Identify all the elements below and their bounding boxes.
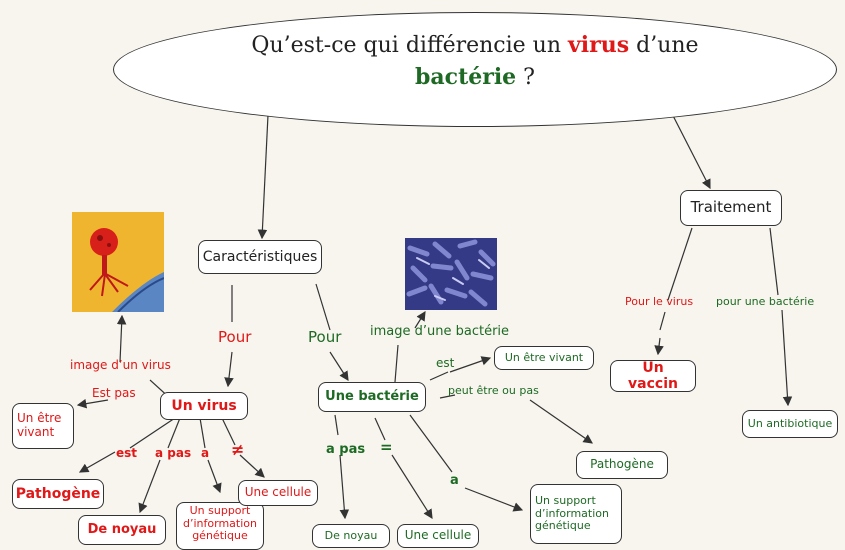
arrow-title-caracteristiques <box>257 114 269 240</box>
label-pour-une-bacterie: pour une bactérie <box>716 295 815 308</box>
arrow-apas-bact <box>339 454 350 520</box>
title-ellipse <box>113 12 837 127</box>
virus-image <box>72 212 164 312</box>
arrow-est-virus <box>78 451 116 473</box>
label-a-bact: a <box>450 473 459 488</box>
label-a-virus: a <box>201 446 210 460</box>
node-traitement[interactable]: Traitement <box>680 190 782 226</box>
node-pathogene-virus[interactable]: Pathogène <box>12 479 104 509</box>
node-un-virus[interactable]: Un virus <box>160 392 248 420</box>
node-un-antibiotique[interactable]: Un antibiotique <box>742 410 838 438</box>
node-caracteristiques[interactable]: Caractéristiques <box>198 240 322 274</box>
node-un-etre-vivant-bact[interactable]: Un être vivant <box>494 346 594 370</box>
arrow-traitement-antibio <box>781 309 793 407</box>
title-line-1: Qu’est-ce qui différencie un virus d’une <box>113 32 837 58</box>
label-est-pas: Est pas <box>92 386 136 400</box>
label-pour-le-virus: Pour le virus <box>625 295 694 308</box>
arrow-a-bact <box>464 487 524 512</box>
node-de-noyau-virus[interactable]: De noyau <box>78 515 166 545</box>
label-egal-bact: = <box>380 438 393 456</box>
node-support-bact[interactable]: Un support d’information génétique <box>530 484 622 544</box>
arrow-image-bact <box>414 310 426 329</box>
label-image-virus: image d’un virus <box>70 358 171 372</box>
node-pathogene-bact[interactable]: Pathogène <box>576 451 668 479</box>
title-virus: virus <box>568 32 630 58</box>
node-de-noyau-bact[interactable]: De noyau <box>312 524 390 548</box>
label-est-virus: est <box>116 446 138 460</box>
node-un-vaccin[interactable]: Un vaccin <box>610 360 696 392</box>
node-une-cellule-bact[interactable]: Une cellule <box>397 524 479 548</box>
label-pour-virus: Pour <box>218 328 252 346</box>
arrow-pour-bact <box>329 351 349 382</box>
title-suffix: ? <box>516 65 535 90</box>
arrow-diff-virus <box>239 454 265 478</box>
arrow-pour-virus <box>224 351 234 388</box>
label-pour-bact: Pour <box>308 328 342 346</box>
arrow-a-virus <box>207 459 222 494</box>
node-un-etre-vivant-virus[interactable]: Un être vivant <box>12 403 74 449</box>
arrow-egal-bact <box>391 454 433 520</box>
title-mid: d’une <box>629 33 699 58</box>
label-est-bact: est <box>436 356 455 370</box>
arrow-peut-etre <box>529 399 593 444</box>
bacteria-image <box>405 238 497 310</box>
arrow-est-pas <box>76 398 109 409</box>
title-prefix: Qu’est-ce qui différencie un <box>251 33 568 58</box>
title-bacterie: bactérie <box>415 64 517 90</box>
arrow-est-bact <box>449 356 492 373</box>
label-image-bact: image d’une bactérie <box>370 324 510 339</box>
label-a-pas-virus: a pas <box>155 446 192 460</box>
arrow-image-virus <box>116 314 127 363</box>
arrow-apas-virus <box>138 459 161 514</box>
node-une-bacterie[interactable]: Une bactérie <box>318 382 426 412</box>
node-support-virus[interactable]: Un support d’information génétique <box>176 502 264 550</box>
label-a-pas-bact: a pas <box>326 442 366 457</box>
arrow-traitement-vaccin <box>654 337 664 356</box>
label-peut-etre: peut être ou pas <box>448 384 539 397</box>
label-diff-virus: ≠ <box>231 440 245 459</box>
title-line-2: bactérie ? <box>113 64 837 90</box>
node-une-cellule-virus[interactable]: Une cellule <box>238 480 318 506</box>
